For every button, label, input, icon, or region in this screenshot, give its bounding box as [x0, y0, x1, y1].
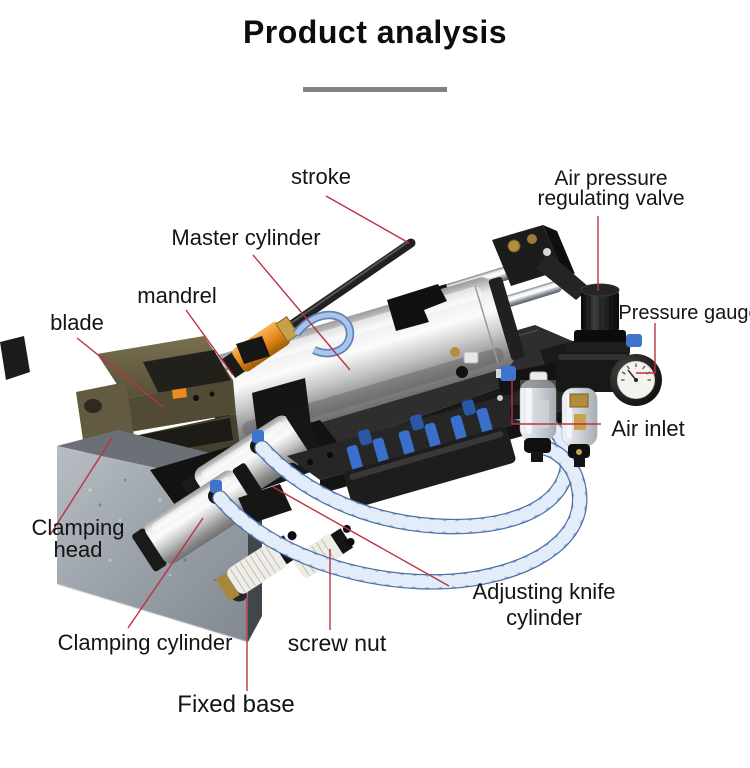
title-underline — [303, 87, 447, 92]
leader-mandrel — [185, 309, 234, 376]
air-inlet-fitting — [500, 366, 516, 381]
leader-clamping-cylinder — [127, 517, 204, 629]
pivot-bracket — [238, 484, 292, 524]
label-clamping-cylinder: Clamping cylinder — [57, 630, 233, 655]
leader-master-cylinder — [252, 254, 351, 371]
pneumatic-tube — [292, 310, 355, 358]
leader-blade — [76, 337, 164, 408]
label-air-pressure-regulating-valve: Air pressure regulating valve — [537, 167, 685, 210]
rod-end-bracket — [492, 225, 590, 300]
label-mandrel: mandrel — [137, 283, 217, 308]
air-service-unit — [496, 283, 662, 467]
pressure-regulating-valve-knob — [566, 283, 630, 356]
label-blade: blade — [50, 310, 104, 335]
leader-clamping-head — [49, 437, 113, 536]
label-master-cylinder: Master cylinder — [171, 225, 321, 250]
filter-bowl-right — [561, 387, 598, 467]
leader-air-inlet — [511, 379, 601, 425]
label-pressure-gauge: Pressure gauge — [618, 302, 750, 324]
leader-adjusting-knife — [272, 486, 450, 587]
spiral-hoses — [212, 405, 588, 590]
label-stroke: stroke — [291, 164, 351, 189]
label-fixed-base: Fixed base — [177, 691, 295, 718]
leader-lines — [49, 195, 656, 691]
label-screw-nut: screw nut — [287, 630, 387, 656]
left-edge-bracket — [0, 336, 30, 380]
page-title: Product analysis — [242, 14, 508, 50]
leader-stroke — [325, 195, 410, 244]
rod-clamp — [236, 336, 270, 364]
filter-bowl-left — [519, 379, 557, 462]
pressure-gauge-dial — [610, 354, 662, 406]
cylinder-foot-bracket — [387, 284, 447, 331]
label-clamping-head: Clamping head — [31, 515, 125, 562]
label-air-inlet: Air inlet — [611, 416, 685, 441]
leader-pressure-gauge — [636, 323, 656, 374]
label-adjusting-knife-cylinder: Adjusting knife cylinder — [472, 579, 616, 630]
